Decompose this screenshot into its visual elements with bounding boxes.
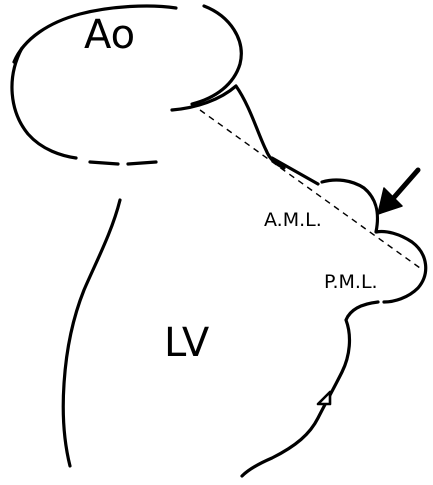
lv-septal-wall [61,198,122,468]
aortic-annulus-segment-left [88,160,120,166]
aortic-root-upper-contour [12,4,243,106]
label-aorta: Ao [84,12,135,58]
label-left-ventricle: LV [164,320,210,366]
aortic-annulus-segment-right [126,160,158,166]
label-posterior-mitral-leaflet: P.M.L. [324,271,378,293]
posterior-wall-marker [316,390,332,406]
arrow-icon [377,167,421,215]
aortic-root-left-contour [10,46,78,160]
label-anterior-mitral-leaflet: A.M.L. [264,209,322,231]
aml-base-segment [270,156,320,186]
lv-posterior-wall [240,300,380,478]
mitral-annulus-dashed-line [199,109,421,269]
aortic-sinus-contour [170,84,286,170]
mitral-leaflet-contour [320,178,428,304]
